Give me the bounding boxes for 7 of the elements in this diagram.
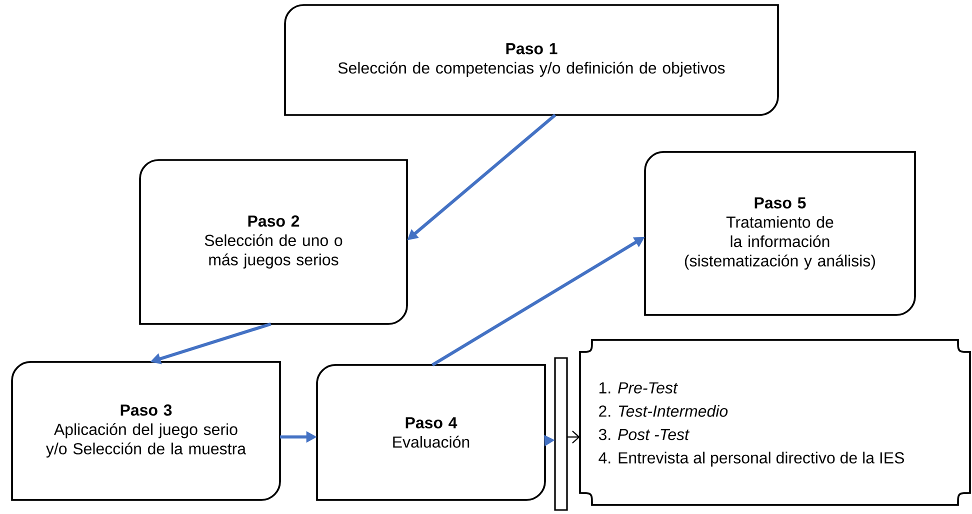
process-box: Paso 1 Selección de competencias y/o definición de objetivos bbox=[284, 4, 779, 116]
scroll-box: 1. Pre-Test 2. Test-Intermedio 3. Post -Test 4. Entrevista al personal directivo de la IES bbox=[579, 339, 971, 506]
process-box: Paso 4 Evaluación bbox=[316, 364, 546, 501]
process-box: Paso 2 Selección de uno o más juegos serios bbox=[139, 159, 408, 325]
process-box: Paso 5 Tratamiento de la información (sistematización y análisis) bbox=[644, 151, 916, 316]
vertical-bar bbox=[554, 357, 568, 511]
process-box: Paso 3 Aplicación del juego serio y/o Selección de la muestra bbox=[11, 361, 281, 501]
